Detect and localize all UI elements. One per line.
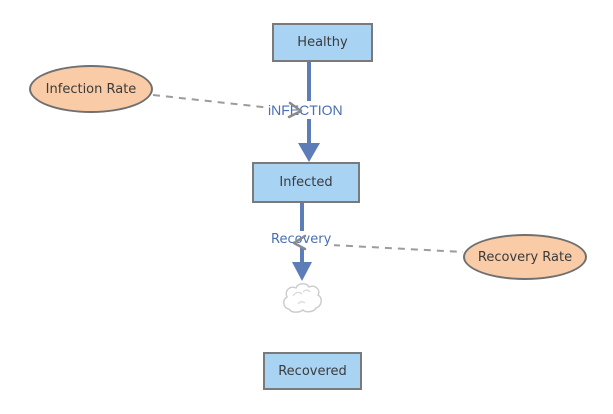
variable-recovery-rate-label: Recovery Rate <box>477 249 573 265</box>
cloud-sink-icon[interactable] <box>283 283 322 313</box>
flow-infection-arrowhead-icon <box>298 143 320 162</box>
stock-infected-label: Infected <box>279 175 333 190</box>
flow-recovery-arrowhead-icon <box>292 262 312 281</box>
variable-recovery-rate[interactable]: Recovery Rate <box>463 234 587 280</box>
stock-recovered[interactable]: Recovered <box>263 352 362 390</box>
stock-healthy-label: Healthy <box>297 35 348 50</box>
variable-infection-rate-label: Infection Rate <box>45 81 137 97</box>
variable-infection-rate[interactable]: Infection Rate <box>29 65 153 113</box>
flow-infection-label[interactable]: iNFECTION <box>265 101 346 119</box>
flow-recovery-label[interactable]: Recovery <box>268 231 335 248</box>
stock-infected[interactable]: Infected <box>252 162 360 203</box>
stock-recovered-label: Recovered <box>278 363 347 379</box>
stock-healthy[interactable]: Healthy <box>272 23 373 62</box>
